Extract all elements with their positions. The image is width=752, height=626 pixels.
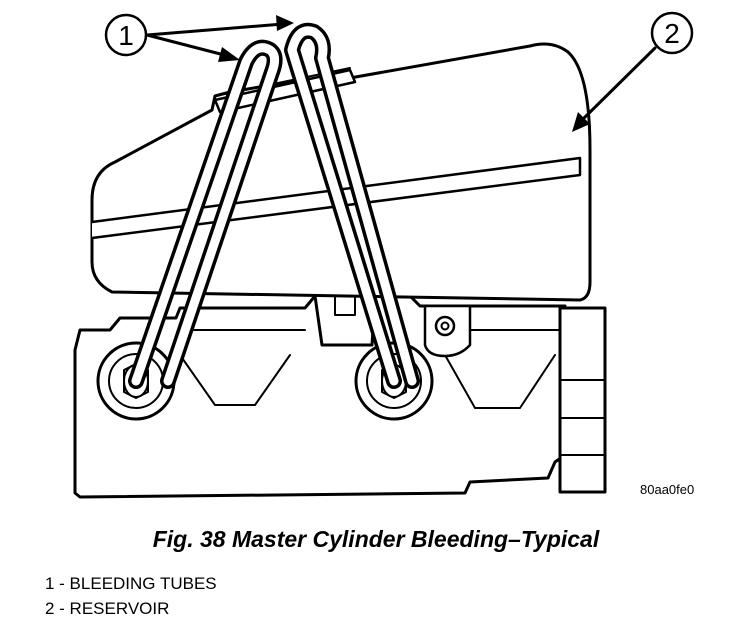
legend: 1 - BLEEDING TUBES 2 - RESERVOIR xyxy=(45,571,217,621)
figure-code: 80aa0fe0 xyxy=(640,482,695,497)
mounting-tab xyxy=(423,304,472,358)
callout-2: 2 xyxy=(572,11,694,132)
callout-1-number: 1 xyxy=(118,20,134,51)
figure-caption: Fig. 38 Master Cylinder Bleeding–Typical xyxy=(152,526,600,552)
bleeding-tubes xyxy=(128,22,420,389)
master-cylinder-illustration: 1 2 xyxy=(73,11,694,499)
callout-2-number: 2 xyxy=(664,18,680,49)
reservoir xyxy=(90,42,592,302)
legend-item-bleeding-tubes: 1 - BLEEDING TUBES xyxy=(45,574,217,593)
callout-1: 1 xyxy=(104,13,294,62)
legend-item-reservoir: 2 - RESERVOIR xyxy=(45,599,170,618)
